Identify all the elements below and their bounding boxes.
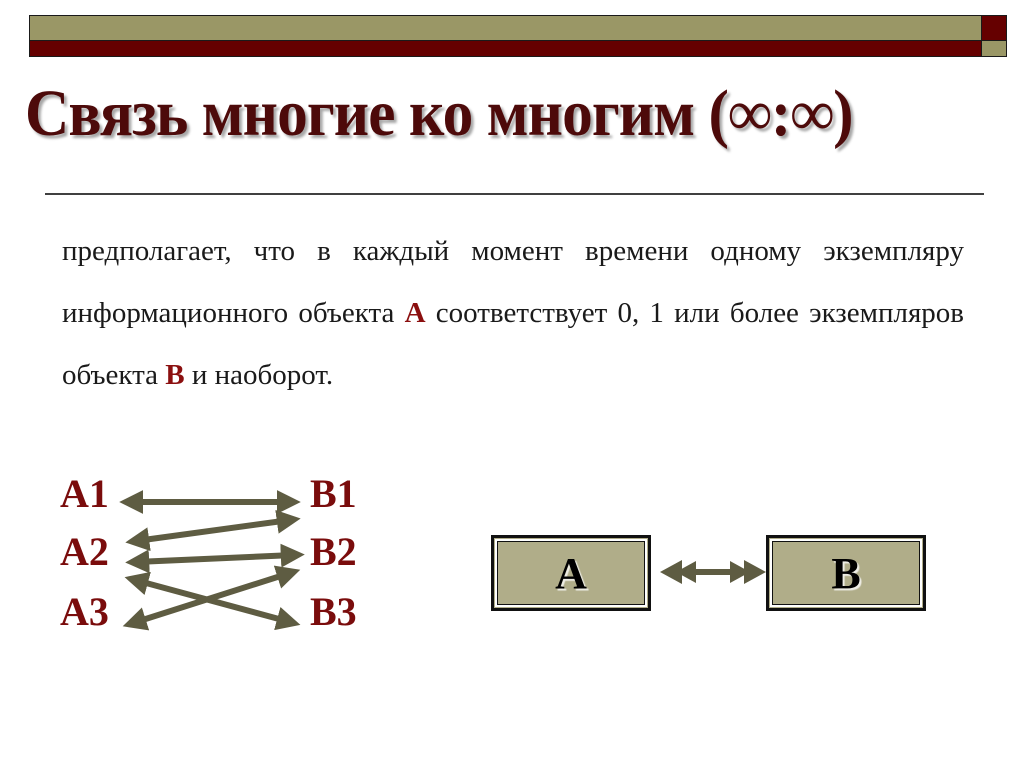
definition-paragraph: предполагает, что в каждый момент времен… xyxy=(62,220,964,406)
highlight-a: А xyxy=(404,297,426,329)
entity-b-box: В xyxy=(766,535,926,611)
label-b3: В3 xyxy=(310,589,357,634)
label-a1: А1 xyxy=(60,471,109,516)
header-olive-square xyxy=(981,40,1007,57)
label-b1: В1 xyxy=(310,471,357,516)
title-divider xyxy=(45,193,984,195)
relation-double-arrow-icon xyxy=(660,560,766,584)
entity-a-box: А xyxy=(491,535,651,611)
arrow-a2-b2 xyxy=(125,543,305,574)
paragraph-text-3: и наоборот. xyxy=(184,359,334,391)
label-a3: А3 xyxy=(60,589,109,634)
label-b2: В2 xyxy=(310,529,357,574)
slide-title: Связь многие ко многим (∞:∞) xyxy=(25,77,854,150)
paragraph-text-1: предполагает, что в каждый момент времен… xyxy=(62,235,964,329)
entity-b-label: В xyxy=(831,548,861,598)
arrow-a2-b1 xyxy=(125,509,301,552)
entity-a-label: А xyxy=(555,548,587,598)
highlight-b: В xyxy=(165,359,185,391)
label-a2: А2 xyxy=(60,529,109,574)
arrow-a2-b3 xyxy=(124,571,301,631)
paragraph-text-2: соответствует 0, 1 или более экземпляров… xyxy=(62,297,964,391)
